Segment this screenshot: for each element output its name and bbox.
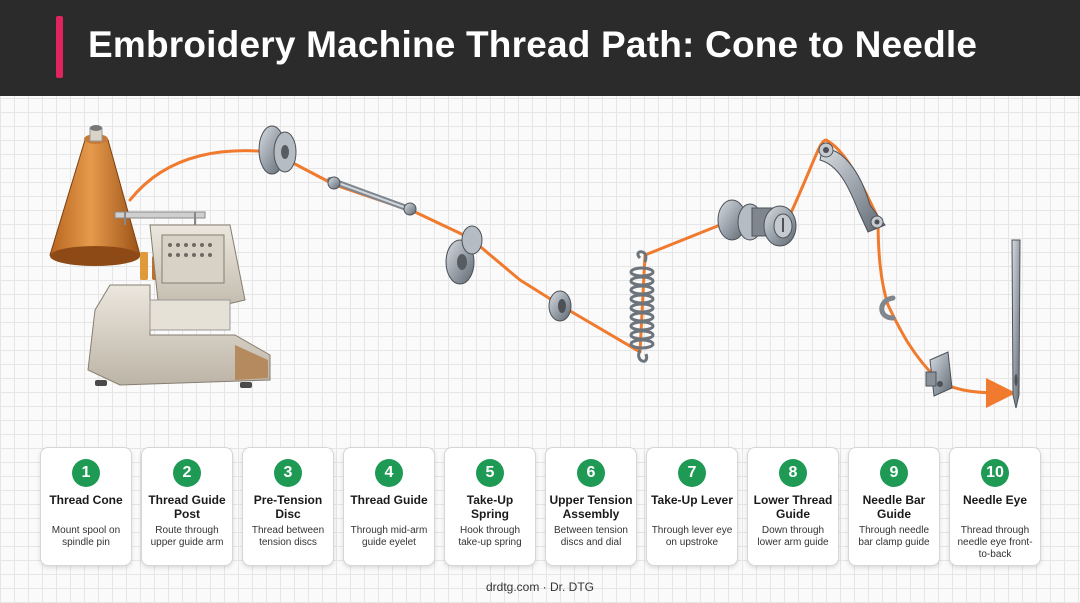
step-description: Thread through needle eye front-to-back [957,525,1033,560]
step-description: Thread between tension discs [251,525,325,548]
guide-post-pulley-icon [258,125,297,175]
pre-tension-rod-icon [327,176,417,216]
step-number-badge: 1 [72,459,100,487]
page-title: Embroidery Machine Thread Path: Cone to … [88,24,978,65]
step-title: Lower Thread Guide [753,493,833,521]
mid-arm-eyelet-icon [548,290,572,322]
step-title: Pre-Tension Disc [253,493,323,521]
step-card-3: 3 Pre-Tension Disc Thread between tensio… [242,447,334,566]
step-card-9: 9 Needle Bar Guide Through needle bar cl… [848,447,940,566]
step-number-badge: 2 [173,459,201,487]
step-number-badge: 3 [274,459,302,487]
needle-icon [1011,239,1021,409]
thread-cone-icon [49,125,141,266]
step-card-8: 8 Lower Thread Guide Down through lower … [747,447,839,566]
needle-bar-clamp-icon [925,351,953,397]
step-description: Down through lower arm guide [757,525,829,548]
step-description: Mount spool on spindle pin [51,525,121,548]
footer-credit[interactable]: drdtg.com · Dr. DTG [485,580,595,594]
step-title: Thread Guide [350,493,428,507]
step-card-5: 5 Take-Up Spring Hook through take-up sp… [444,447,536,566]
step-card-1: 1 Thread Cone Mount spool on spindle pin [40,447,132,566]
header-bar: Embroidery Machine Thread Path: Cone to … [0,0,1080,96]
upper-tension-assembly-icon [717,199,797,247]
step-number-badge: 4 [375,459,403,487]
step-title: Take-Up Spring [466,493,514,521]
step-description: Route through upper guide arm [150,525,224,548]
step-card-2: 2 Thread Guide Post Route through upper … [141,447,233,566]
step-description: Hook through take-up spring [458,525,522,548]
thread-path-diagram [49,125,1021,409]
step-description: Through lever eye on upstroke [651,525,733,548]
step-number-badge: 10 [981,459,1009,487]
embroidery-machine-icon [87,211,271,388]
accent-bar [56,16,63,78]
step-cards: 1 Thread Cone Mount spool on spindle pin… [40,447,1041,567]
step-description: Between tension discs and dial [554,525,628,548]
tension-disc-wheel-icon [445,225,483,285]
step-description: Through needle bar clamp guide [858,525,930,548]
step-card-6: 6 Upper Tension Assembly Between tension… [545,447,637,566]
step-number-badge: 6 [577,459,605,487]
step-title: Thread Guide Post [148,493,226,521]
step-number-badge: 8 [779,459,807,487]
step-title: Thread Cone [49,493,123,507]
step-title: Needle Eye [962,493,1028,507]
step-number-badge: 9 [880,459,908,487]
step-card-7: 7 Take-Up Lever Through lever eye on ups… [646,447,738,566]
step-description: Through mid-arm guide eyelet [350,525,428,548]
take-up-lever-icon [818,142,886,233]
step-title: Upper Tension Assembly [549,493,633,521]
step-number-badge: 5 [476,459,504,487]
step-title: Needle Bar Guide [862,493,926,521]
lower-guide-hook-icon [879,295,896,321]
step-title: Take-Up Lever [651,493,733,507]
step-number-badge: 7 [678,459,706,487]
step-card-10: 10 Needle Eye Thread through needle eye … [949,447,1041,566]
step-card-4: 4 Thread Guide Through mid-arm guide eye… [343,447,435,566]
take-up-spring-icon [629,250,655,363]
